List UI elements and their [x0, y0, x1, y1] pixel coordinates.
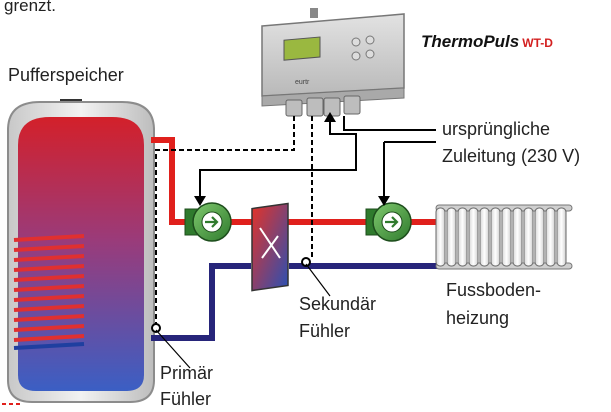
floor-heating-label-line1: Fussboden-: [446, 280, 542, 300]
primary-sensor-label-line1: Primär: [160, 363, 213, 383]
cable-arrows: [194, 112, 390, 206]
secondary-sensor-dot: [301, 257, 311, 267]
cable-glands: [285, 95, 361, 117]
floor-heating-radiator: [435, 204, 573, 270]
top-text-fragment: grenzt.: [4, 0, 56, 15]
pump-primary: [184, 202, 232, 242]
supply-label-line1: ursprüngliche: [442, 119, 551, 139]
cold-return-pipe: [151, 263, 439, 341]
storage-tank: [7, 99, 155, 403]
storage-tank-label: Pufferspeicher: [8, 65, 124, 85]
secondary-sensor-label-line2: Fühler: [299, 321, 351, 341]
controller-unit: eurtr: [261, 8, 405, 107]
hot-supply-pipe: [151, 137, 439, 225]
heat-exchanger: [251, 202, 289, 292]
floor-heating-label-line2: heizung: [446, 308, 510, 328]
tank-coil-ends: [13, 342, 85, 350]
brand-name: ThermoPuls: [421, 32, 520, 51]
secondary-sensor-label-line1: Sekundär: [299, 294, 377, 314]
power-cables: [199, 116, 436, 198]
primary-sensor-label-line2: Fühler: [160, 389, 212, 409]
brand-model: WT-D: [522, 36, 553, 50]
pump-secondary: [365, 202, 412, 242]
sensor-wiring: [155, 116, 313, 325]
tank-coil: [13, 234, 85, 342]
controller-logo: eurtr: [295, 79, 310, 86]
leader-lines: [155, 263, 331, 369]
supply-label-line2: Zuleitung (230 V): [442, 146, 581, 166]
primary-sensor-dot: [151, 323, 161, 333]
